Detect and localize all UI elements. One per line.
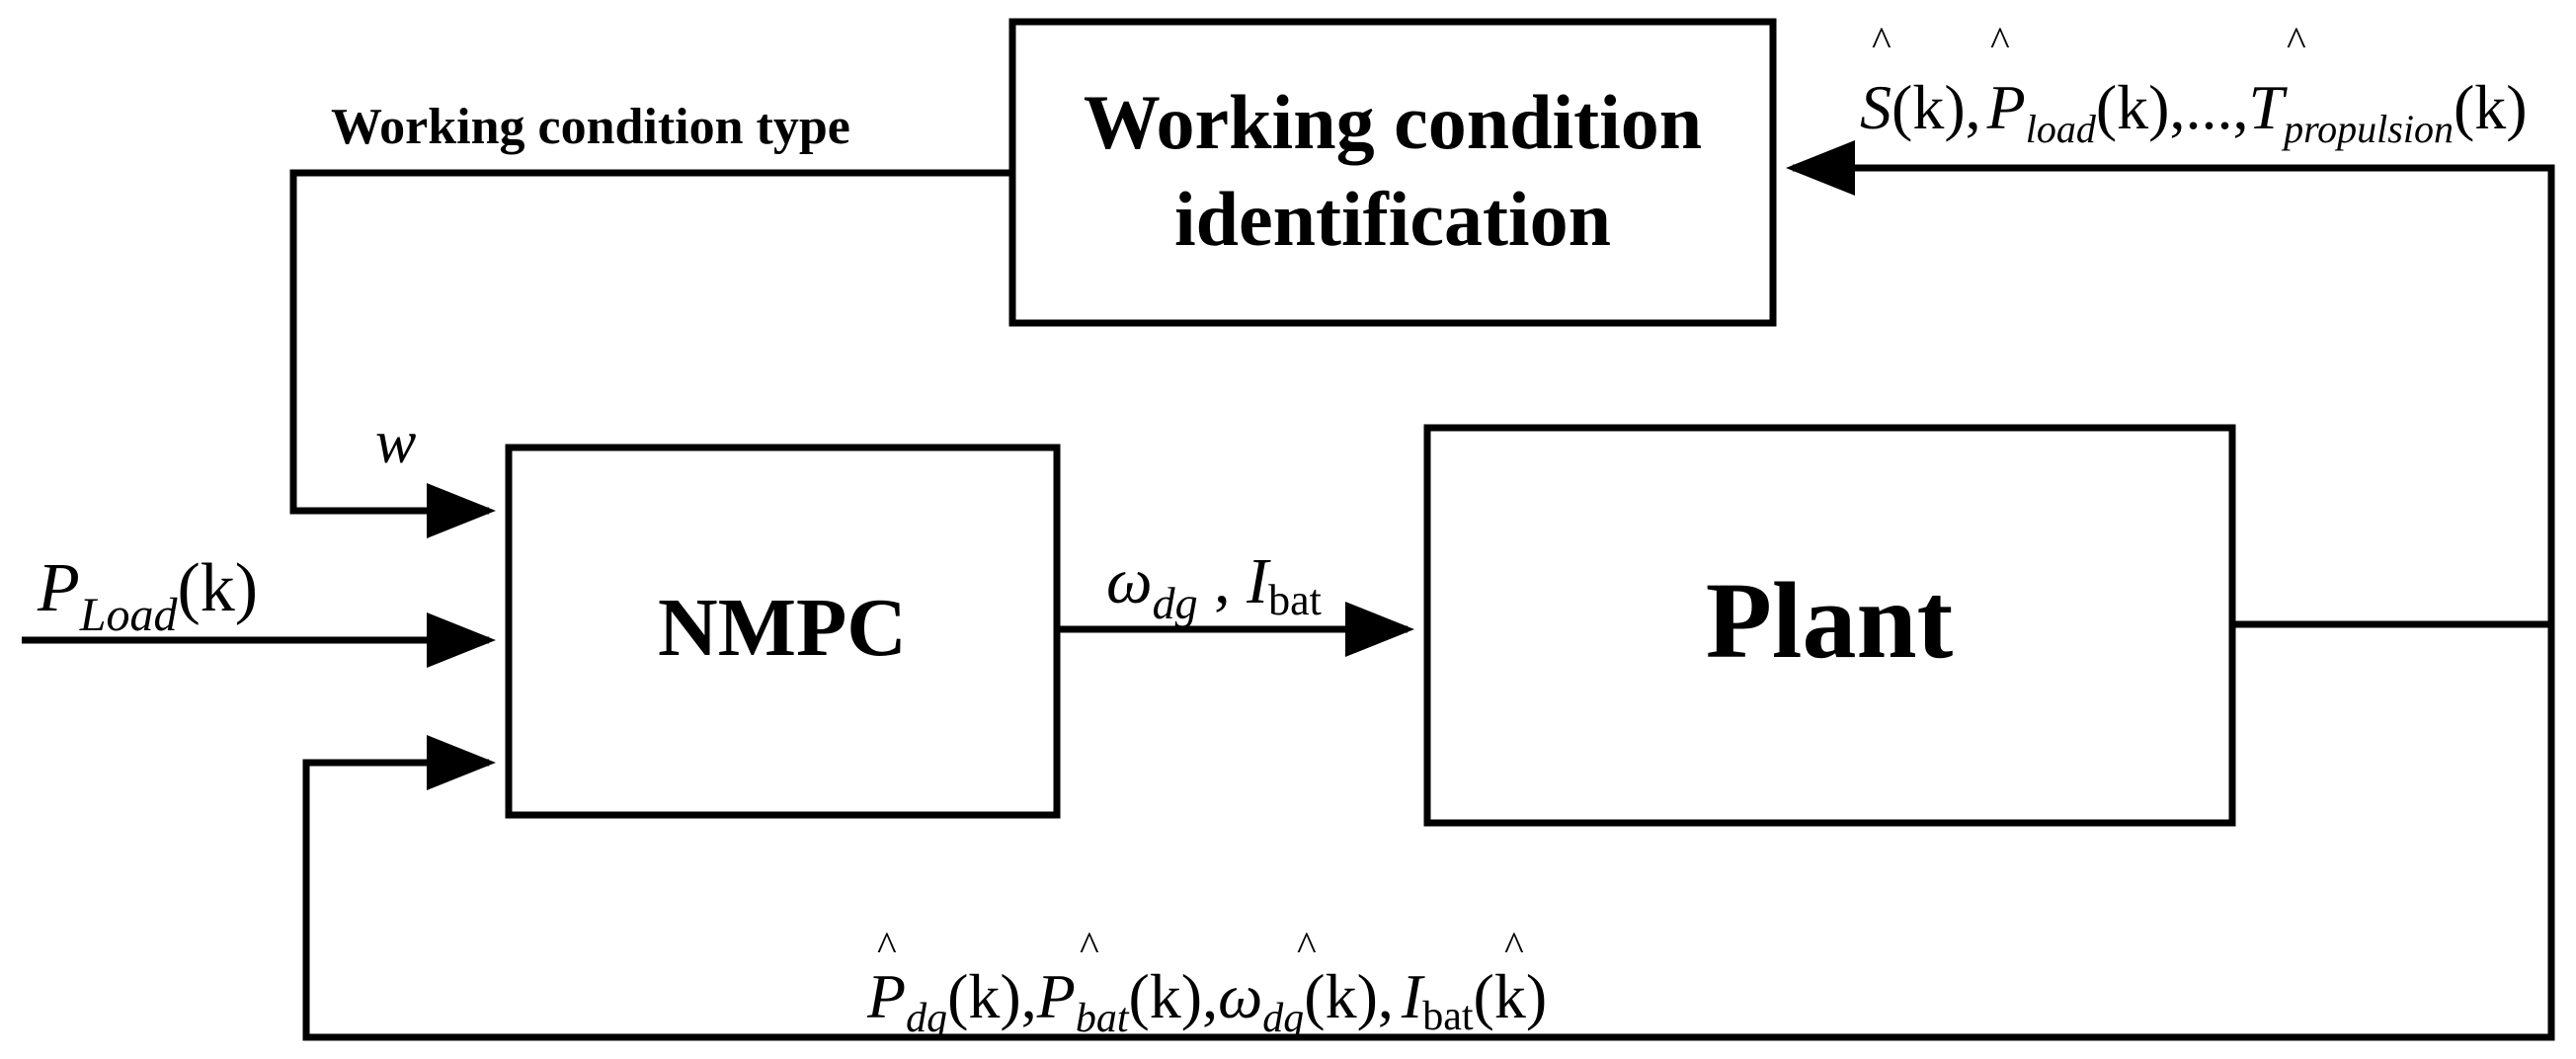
svg-text:^: ^	[1872, 20, 1892, 65]
svg-text:Pdg(k),Pbat(k),ωdg(k),Ibat(k): Pdg(k),Pbat(k),ωdg(k),Ibat(k)	[866, 961, 1547, 1041]
svg-text:^: ^	[1297, 925, 1317, 970]
wci-title-line2: identification	[1174, 176, 1611, 262]
w-label: w	[375, 409, 416, 476]
wci-title-line1: Working condition	[1084, 79, 1702, 165]
svg-text:^: ^	[1990, 20, 2010, 65]
nmpc-title: NMPC	[658, 582, 907, 674]
control-signals-label: ωdg , Ibat	[1106, 545, 1322, 628]
plant-to-wci-line	[1786, 140, 2555, 628]
svg-text:^: ^	[877, 925, 897, 970]
svg-text:^: ^	[2287, 20, 2306, 65]
plant-to-wci-label: ^ ^ ^ S(k),Pload(k),...,Tpropulsion(k)	[1860, 20, 2528, 151]
working-condition-type-label: Working condition type	[331, 99, 850, 155]
pload-label: PLoad(k)	[37, 550, 258, 641]
svg-text:^: ^	[1504, 925, 1524, 970]
svg-text:S(k),Pload(k),...,Tpropulsion(: S(k),Pload(k),...,Tpropulsion(k)	[1860, 72, 2528, 151]
plant-title: Plant	[1706, 560, 1954, 681]
wci-to-nmpc-line	[289, 169, 1012, 538]
svg-text:^: ^	[1080, 925, 1099, 970]
feedback-label: ^ ^ ^ ^ Pdg(k),Pbat(k),ωdg(k),Ibat(k)	[866, 925, 1547, 1041]
working-condition-identification-block[interactable]	[1008, 18, 1777, 327]
feedback-line	[302, 624, 2555, 1041]
